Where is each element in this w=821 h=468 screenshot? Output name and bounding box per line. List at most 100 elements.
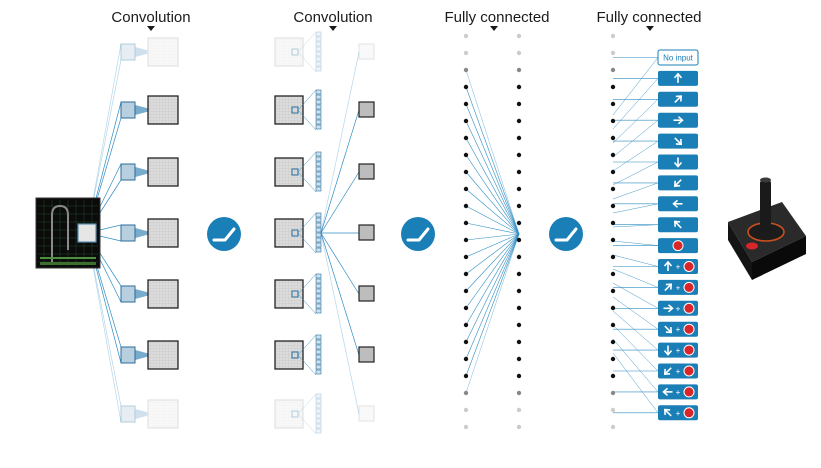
conv2-channel-cell	[315, 273, 322, 279]
conv2-channel-cell	[315, 212, 322, 218]
conv1-feature-map	[120, 399, 179, 429]
joystick-stick	[760, 180, 771, 232]
fc-neuron	[610, 288, 616, 294]
arrow-up-right-icon	[664, 283, 673, 292]
fire-button-icon	[683, 323, 695, 335]
stage-title-conv1: Convolution	[111, 9, 191, 26]
fc-neuron	[463, 288, 469, 294]
fc-neuron	[610, 118, 616, 124]
arrow-head	[663, 260, 673, 267]
connection-line	[612, 310, 659, 351]
fc-neuron	[610, 424, 616, 430]
arrow-up-right-icon	[674, 95, 683, 104]
conv2-channel-cell	[315, 349, 322, 355]
arrow-shaft	[674, 221, 682, 229]
conv2-feature-map-grid	[274, 37, 304, 67]
conv2-channel-cell	[315, 56, 322, 62]
conv2-projection-line	[297, 354, 317, 376]
arrow-shaft	[664, 325, 672, 333]
fc-neuron	[516, 390, 522, 396]
arrow-shaft	[674, 95, 682, 104]
fc-neuron	[463, 305, 469, 311]
fc-neuron	[516, 220, 522, 226]
arrow-shaft	[664, 284, 672, 292]
conv1-feature-map-grid	[147, 279, 179, 309]
conv2-channel-cell	[315, 119, 322, 125]
connection-line	[465, 233, 520, 309]
fire-button-icon	[672, 240, 684, 252]
conv1-kernel	[120, 405, 136, 423]
action-up-left-fire: +	[658, 405, 698, 421]
caret-down-icon	[646, 26, 654, 31]
conv2-feature-map-grid	[274, 340, 304, 370]
conv1-kernel	[120, 346, 136, 364]
input-frame-floor	[40, 262, 96, 265]
arrow-head	[677, 116, 684, 125]
conv1-feature-map	[120, 218, 179, 248]
joystick-base-front	[752, 236, 806, 280]
connection-line	[612, 324, 659, 372]
fc-neuron	[516, 305, 522, 311]
arrow-head	[663, 408, 671, 415]
fc-neuron	[516, 356, 522, 362]
fc-neuron	[610, 322, 616, 328]
conv2-channel-cell	[315, 66, 322, 72]
connection-line	[320, 232, 360, 295]
arrow-shaft	[674, 137, 682, 145]
fc-neuron	[610, 50, 616, 56]
arrow-left-icon	[662, 387, 673, 397]
conv2-channel-cell	[315, 398, 322, 404]
conv2-channel-cell	[315, 176, 322, 182]
relu-activation-circle	[207, 217, 241, 251]
connection-line	[465, 69, 520, 235]
conv2-channel-cell	[315, 247, 322, 253]
action-left	[658, 196, 698, 212]
plus-icon: +	[676, 263, 681, 272]
conv2-channel-cell	[315, 36, 322, 42]
connection-line	[612, 99, 659, 144]
relu-activation-curve	[554, 227, 578, 242]
fc-neuron	[463, 339, 469, 345]
conv2-channel-cell	[315, 151, 322, 157]
conv2-projection-line	[297, 151, 317, 173]
caret-down-icon	[147, 26, 155, 31]
fc-neuron	[463, 203, 469, 209]
arrow-head	[663, 368, 671, 376]
conv2-channel-cell	[315, 186, 322, 192]
conv2-channel-cell	[315, 369, 322, 375]
conv1-kernel	[120, 285, 136, 303]
conv2-channel-cell	[315, 428, 322, 434]
arrow-head	[665, 283, 673, 290]
relu-activation-circle	[549, 217, 583, 251]
fc-neuron	[516, 84, 522, 90]
plus-icon: +	[676, 367, 681, 376]
fc-neuron	[516, 254, 522, 260]
connection-line	[465, 233, 520, 292]
connection-line	[612, 140, 659, 172]
connection-line	[320, 51, 360, 234]
connection-line	[320, 171, 360, 234]
action-up-right-fire: +	[658, 279, 698, 295]
connection-line	[612, 282, 659, 309]
conv1-kernel	[120, 163, 136, 181]
conv2-channel-cell	[315, 156, 322, 162]
fc-neuron	[463, 322, 469, 328]
fc-neuron	[610, 339, 616, 345]
conv2-channel-cell	[315, 161, 322, 167]
connection-line	[465, 233, 520, 394]
fc-neuron	[516, 322, 522, 328]
connection-line	[612, 78, 659, 130]
arrow-shaft	[664, 409, 672, 417]
arrow-down-right-icon	[664, 325, 673, 334]
fc-neuron	[516, 339, 522, 345]
conv1-feature-map-grid	[147, 340, 179, 370]
arrow-head	[672, 199, 679, 208]
fc-neuron	[463, 373, 469, 379]
connection-line	[465, 171, 520, 235]
fc-neuron	[516, 186, 522, 192]
joystick-base-side	[728, 222, 752, 280]
conv1-feature-map	[120, 37, 179, 67]
conv2-feature-map	[274, 212, 375, 254]
fc-neuron	[463, 50, 469, 56]
connection-line	[465, 154, 520, 235]
